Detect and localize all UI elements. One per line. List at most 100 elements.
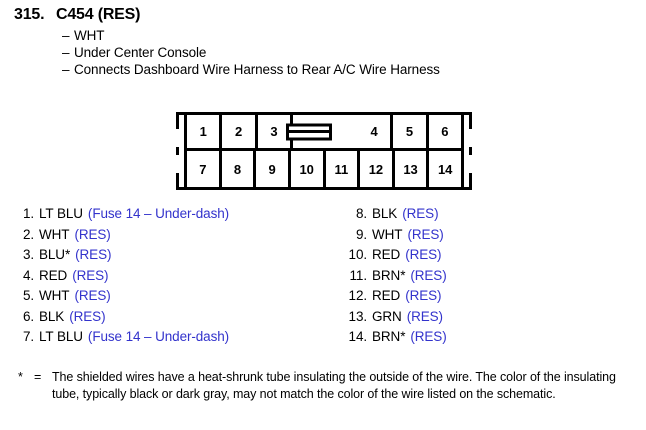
- wire-list-right: 8. BLK (RES) 9. WHT (RES) 10. RED (RES) …: [345, 204, 447, 348]
- footnote-marker: *: [18, 370, 23, 384]
- wire-number: 11.: [349, 267, 368, 283]
- footnote-text: The shielded wires have a heat-shrunk tu…: [52, 370, 616, 401]
- wire-color: BRN*: [372, 329, 406, 344]
- wire-color: RED: [372, 288, 401, 303]
- wire-reference: (RES): [74, 288, 111, 303]
- wire-number: 9.: [355, 226, 367, 242]
- connector-right-tab: [461, 112, 472, 190]
- detail-text: Connects Dashboard Wire Harness to Rear …: [74, 62, 440, 77]
- wire-list-item: 1. LT BLU (Fuse 14 – Under-dash): [18, 204, 229, 225]
- wire-reference: (RES): [69, 308, 106, 324]
- latch-slot-left: [286, 115, 333, 148]
- connector-latch-icon: [286, 123, 333, 140]
- wire-list-item: 12. RED (RES): [345, 286, 447, 307]
- wire-color: BRN*: [372, 267, 406, 283]
- connector-name: C454 (RES): [56, 6, 141, 23]
- connector-diagram: 1 2 3 4 5 6 7 8 9 10 11 12 1: [176, 112, 472, 190]
- pin-cell-8: 8: [222, 151, 257, 187]
- wire-number: 2.: [22, 226, 34, 242]
- wire-color: LT BLU: [39, 329, 83, 344]
- wire-color: RED: [372, 247, 401, 262]
- detail-text: WHT: [74, 28, 105, 43]
- wire-color: GRN: [372, 308, 402, 324]
- wire-reference: (RES): [405, 247, 442, 262]
- pin-cell-7: 7: [187, 151, 222, 187]
- wire-reference: (RES): [410, 329, 447, 344]
- wire-number: 3.: [22, 247, 34, 262]
- wire-color: WHT: [372, 226, 403, 242]
- wire-list-item: 11. BRN* (RES): [345, 266, 447, 287]
- wire-list-item: 6. BLK (RES): [18, 307, 229, 328]
- wire-number: 4.: [22, 267, 34, 283]
- wire-list-item: 14. BRN* (RES): [345, 327, 447, 348]
- wire-list-item: 8. BLK (RES): [345, 204, 447, 225]
- wire-color: BLU*: [39, 247, 71, 262]
- wire-reference: (RES): [72, 267, 109, 283]
- pin-row-top: 1 2 3 4 5 6: [187, 115, 461, 151]
- pin-cell-1: 1: [187, 115, 223, 148]
- detail-item: –WHT: [62, 27, 440, 44]
- wire-color: WHT: [39, 226, 70, 242]
- footnote: * = The shielded wires have a heat-shrun…: [18, 369, 632, 402]
- wire-list-item: 10. RED (RES): [345, 245, 447, 266]
- pin-cell-5: 5: [393, 115, 429, 148]
- detail-list: –WHT –Under Center Console –Connects Das…: [62, 27, 440, 78]
- wire-number: 12.: [348, 288, 368, 303]
- wire-reference: (Fuse 14 – Under-dash): [87, 329, 230, 344]
- wire-color: BLK: [39, 308, 65, 324]
- page-header: 315. C454 (RES) –WHT –Under Center Conso…: [14, 6, 440, 78]
- wire-reference: (RES): [407, 226, 444, 242]
- wire-number: 6.: [22, 308, 34, 324]
- dash-marker: –: [62, 45, 70, 60]
- pin-cell-11: 11: [326, 151, 361, 187]
- detail-text: Under Center Console: [74, 45, 207, 60]
- pin-grid: 1 2 3 4 5 6 7 8 9 10 11 12 1: [187, 115, 461, 187]
- right-tab-notch-upper: [464, 129, 472, 147]
- pin-cell-2: 2: [222, 115, 258, 148]
- footnote-equals: =: [34, 370, 42, 384]
- wire-reference: (RES): [410, 267, 447, 283]
- pin-cell-14: 14: [437, 161, 453, 177]
- connector-left-tab: [176, 112, 187, 190]
- wire-number: 1.: [22, 206, 34, 221]
- wire-number: 14.: [348, 329, 368, 344]
- left-tab-notch-lower: [176, 155, 184, 173]
- pin-row-bottom: 7 8 9 10 11 12 13 14: [187, 151, 461, 187]
- wire-reference: (RES): [74, 226, 111, 242]
- pin-cell-12: 12: [360, 151, 395, 187]
- wire-reference: (RES): [75, 247, 112, 262]
- detail-item: –Connects Dashboard Wire Harness to Rear…: [62, 61, 440, 78]
- right-tab-notch-lower: [464, 155, 472, 173]
- wire-color: BLK: [372, 206, 398, 221]
- pin-cell-10: 10: [291, 151, 326, 187]
- wire-list-left: 1. LT BLU (Fuse 14 – Under-dash) 2. WHT …: [18, 204, 229, 348]
- wire-list-item: 2. WHT (RES): [18, 225, 229, 246]
- pin-cell-6: 6: [441, 124, 449, 139]
- wire-number: 10.: [348, 247, 368, 262]
- wire-list-item: 13. GRN (RES): [345, 307, 447, 328]
- dash-marker: –: [62, 28, 70, 43]
- wire-reference: (RES): [402, 206, 439, 221]
- dash-marker: –: [62, 62, 70, 77]
- detail-item: –Under Center Console: [62, 44, 440, 61]
- wire-list-item: 4. RED (RES): [18, 266, 229, 287]
- wire-list-item: 7. LT BLU (Fuse 14 – Under-dash): [18, 327, 229, 348]
- pin-cell-4: 4: [358, 115, 394, 148]
- wire-number: 13.: [348, 308, 368, 324]
- wire-reference: (Fuse 14 – Under-dash): [87, 206, 230, 221]
- wire-number: 8.: [355, 206, 367, 221]
- pin-cell-9: 9: [256, 151, 291, 187]
- wire-list-item: 9. WHT (RES): [345, 225, 447, 246]
- wire-reference: (RES): [406, 308, 443, 324]
- wire-color: RED: [39, 267, 68, 283]
- wire-list-item: 5. WHT (RES): [18, 286, 229, 307]
- latch-bar: [289, 130, 330, 133]
- wire-reference: (RES): [405, 288, 442, 303]
- wire-color: WHT: [39, 288, 70, 303]
- wire-number: 7.: [22, 329, 34, 344]
- left-tab-notch-upper: [176, 129, 184, 147]
- latch-slot-right: [326, 115, 358, 148]
- wire-color: LT BLU: [39, 206, 83, 221]
- page-title: 315. C454 (RES): [14, 6, 440, 24]
